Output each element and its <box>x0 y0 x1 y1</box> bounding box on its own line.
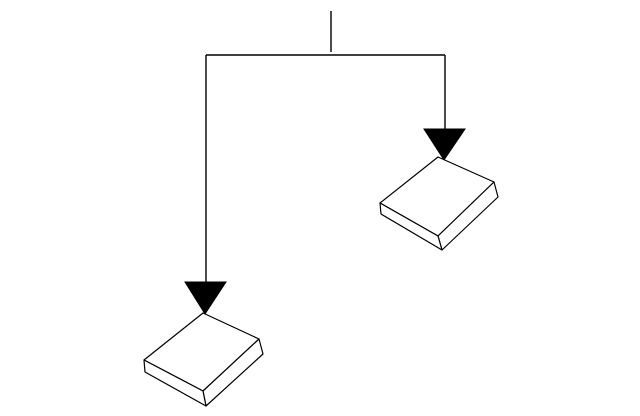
right-arrowhead <box>423 128 466 161</box>
right-pad-box <box>379 156 499 251</box>
connector-lines <box>205 11 446 284</box>
arrowheads <box>184 128 466 315</box>
left-pad-box <box>143 312 264 407</box>
right-pad-side-left <box>379 202 443 251</box>
left-pad-side-left <box>143 359 207 407</box>
left-arrowhead <box>184 281 227 315</box>
